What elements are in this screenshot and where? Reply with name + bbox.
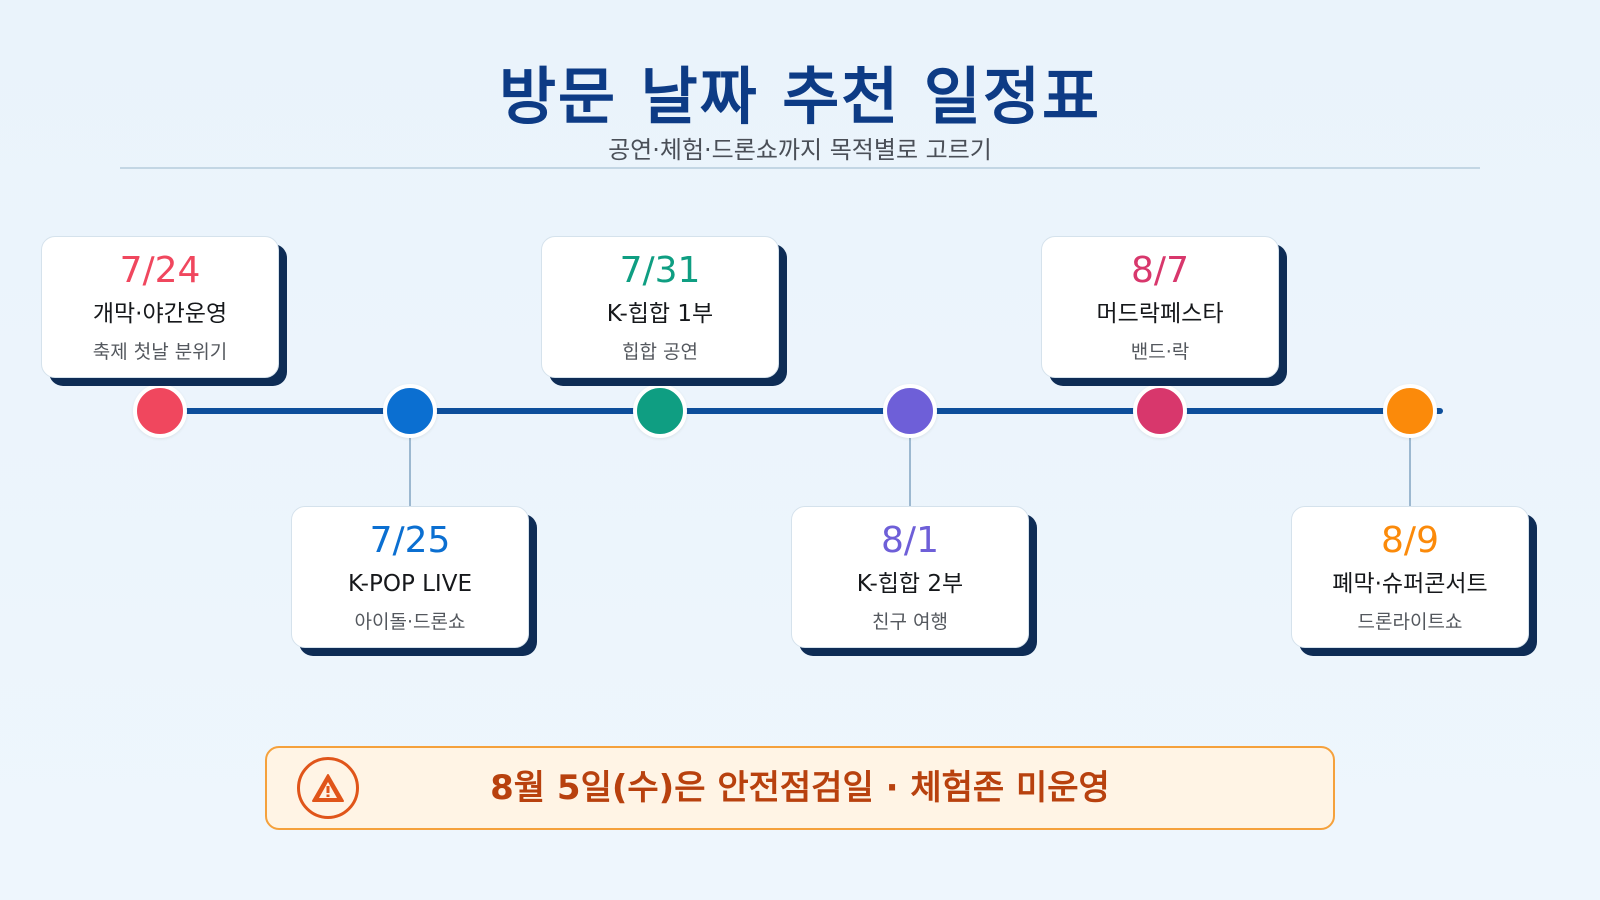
event-connector: [909, 431, 911, 506]
event-name: K-POP LIVE: [348, 571, 472, 597]
timeline-axis: [160, 408, 1443, 414]
event-date: 8/9: [1381, 520, 1439, 561]
event-connector: [1409, 431, 1411, 506]
timeline-dot: [133, 384, 187, 438]
event-name: 개막·야간운영: [92, 301, 228, 327]
event-date: 7/24: [119, 250, 201, 291]
event-name: 폐막·슈퍼콘서트: [1332, 571, 1488, 597]
event-connector: [409, 431, 411, 506]
event-description: 힙합 공연: [622, 341, 698, 363]
event-description: 축제 첫날 분위기: [92, 341, 228, 363]
event-description: 드론라이트쇼: [1357, 611, 1463, 633]
page-subtitle: 공연·체험·드론쇼까지 목적별로 고르기: [608, 136, 992, 164]
event-date: 7/25: [369, 520, 451, 561]
notice-banner: 8월 5일(수)은 안전점검일 · 체험존 미운영: [265, 746, 1335, 830]
timeline-dot: [1133, 384, 1187, 438]
event-date: 8/1: [881, 520, 939, 561]
header-divider: [120, 167, 1480, 169]
notice-text: 8월 5일(수)은 안전점검일 · 체험존 미운영: [490, 768, 1110, 808]
timeline-dot: [883, 384, 937, 438]
event-name: K-힙합 2부: [856, 571, 964, 597]
event-date: 8/7: [1131, 250, 1189, 291]
timeline-dot: [1383, 384, 1437, 438]
warning-icon: [297, 757, 359, 819]
event-description: 밴드·락: [1130, 341, 1190, 363]
timeline-dot: [383, 384, 437, 438]
event-description: 친구 여행: [872, 611, 948, 633]
event-name: K-힙합 1부: [606, 301, 714, 327]
page-title: 방문 날짜 추천 일정표: [498, 60, 1102, 133]
event-description: 아이돌·드론쇼: [354, 611, 466, 633]
timeline-dot: [633, 384, 687, 438]
event-date: 7/31: [619, 250, 701, 291]
event-name: 머드락페스타: [1096, 301, 1224, 327]
